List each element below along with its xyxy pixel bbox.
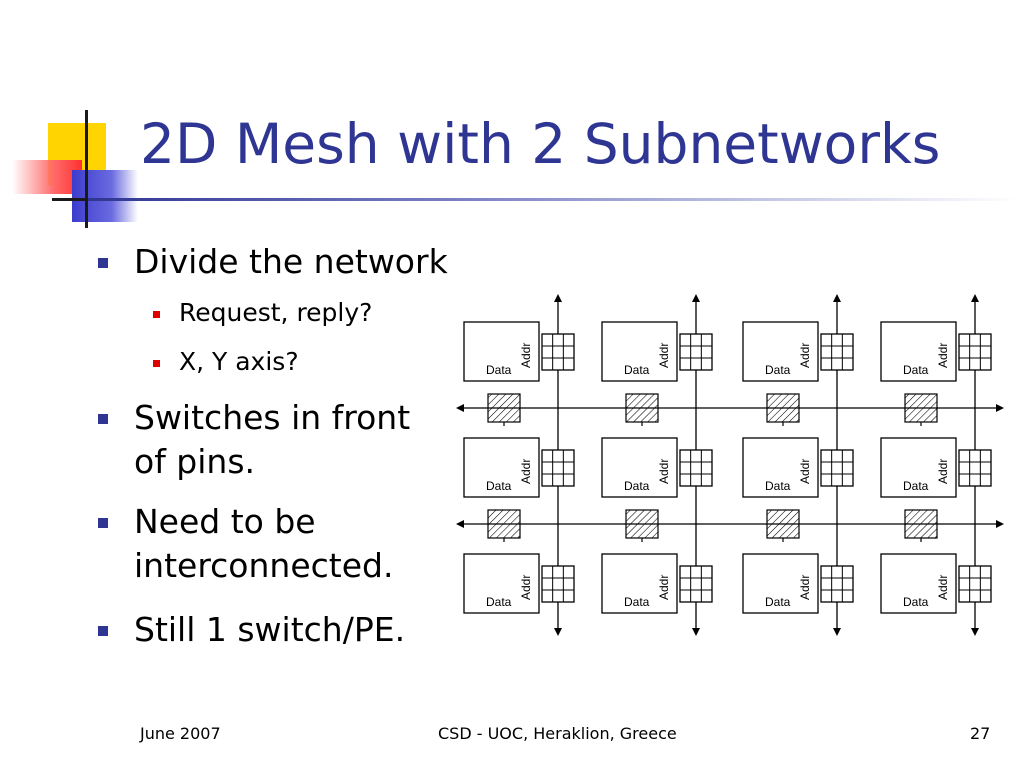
bullet-marker	[98, 414, 108, 424]
arrow-down-icon	[971, 628, 979, 636]
node-data-label: Data	[903, 363, 929, 377]
node-data-label: Data	[486, 363, 512, 377]
subbullet-text: Request, reply?	[179, 298, 373, 327]
node-addr-label: Addr	[657, 343, 671, 368]
footer-venue: CSD - UOC, Heraklion, Greece	[438, 724, 677, 743]
pe-node-box	[463, 553, 540, 614]
pe-node-box	[880, 437, 957, 498]
pe-node-box	[601, 321, 678, 382]
node-data-label: Data	[486, 479, 512, 493]
node-addr-label: Addr	[936, 575, 950, 600]
node-data-label: Data	[624, 595, 650, 609]
node-addr-label: Addr	[657, 575, 671, 600]
footer-date: June 2007	[140, 724, 221, 743]
router-grid	[679, 333, 713, 371]
bullet-marker	[98, 518, 108, 528]
pe-node-box	[742, 321, 819, 382]
subbullet-marker	[153, 360, 160, 367]
node-addr-label: Addr	[519, 343, 533, 368]
hatched-switch	[766, 509, 800, 539]
node-data-label: Data	[765, 595, 791, 609]
hatched-switch	[625, 393, 659, 423]
arrow-left-icon	[456, 404, 464, 412]
arrow-right-icon	[996, 520, 1004, 528]
logo-vertical-line	[85, 110, 88, 228]
logo-red-block	[12, 160, 82, 194]
bullet-text: Still 1 switch/PE.	[134, 610, 406, 649]
mesh-diagram: DataAddrDataAddrDataAddrDataAddrDataAddr…	[456, 294, 1004, 636]
router-grid	[958, 449, 992, 487]
router-grid	[541, 565, 575, 603]
node-data-label: Data	[486, 595, 512, 609]
pe-node-box	[742, 437, 819, 498]
arrow-left-icon	[456, 520, 464, 528]
node-data-label: Data	[765, 479, 791, 493]
bullet-text: Need to be	[134, 502, 316, 541]
node-addr-label: Addr	[519, 459, 533, 484]
bullet-marker	[98, 258, 108, 268]
node-addr-label: Addr	[798, 343, 812, 368]
arrow-up-icon	[692, 294, 700, 302]
arrow-down-icon	[554, 628, 562, 636]
arrow-up-icon	[833, 294, 841, 302]
node-addr-label: Addr	[798, 575, 812, 600]
arrow-down-icon	[833, 628, 841, 636]
bullet-switches-front-pins: Switches in front of pins.	[98, 396, 411, 484]
node-data-label: Data	[765, 363, 791, 377]
arrow-right-icon	[996, 404, 1004, 412]
hatched-switch	[904, 509, 938, 539]
node-data-label: Data	[624, 363, 650, 377]
router-grid	[541, 333, 575, 371]
subbullet-request-reply: Request, reply?	[153, 298, 373, 328]
hatched-switch	[487, 393, 521, 423]
bullet-one-switch-pe: Still 1 switch/PE.	[98, 608, 406, 652]
hatched-switch	[766, 393, 800, 423]
pe-node-box	[601, 437, 678, 498]
arrow-down-icon	[692, 628, 700, 636]
title-underline	[88, 198, 1018, 201]
hatched-switch	[904, 393, 938, 423]
hatched-switch	[487, 509, 521, 539]
arrow-up-icon	[971, 294, 979, 302]
node-data-label: Data	[903, 479, 929, 493]
logo-blue-block	[72, 170, 138, 222]
pe-node-box	[880, 553, 957, 614]
arrow-up-icon	[554, 294, 562, 302]
router-grid	[958, 565, 992, 603]
node-data-label: Data	[624, 479, 650, 493]
router-grid	[820, 565, 854, 603]
node-addr-label: Addr	[798, 459, 812, 484]
pe-node-box	[463, 321, 540, 382]
node-addr-label: Addr	[936, 343, 950, 368]
node-addr-label: Addr	[936, 459, 950, 484]
bullet-text-cont: interconnected.	[134, 546, 394, 585]
pe-node-box	[601, 553, 678, 614]
router-grid	[541, 449, 575, 487]
bullet-text-cont: of pins.	[134, 442, 256, 481]
subbullet-xy-axis: X, Y axis?	[153, 347, 299, 377]
bullet-text: Divide the network	[134, 242, 448, 281]
slide-title: 2D Mesh with 2 Subnetworks	[140, 112, 941, 176]
subbullet-text: X, Y axis?	[179, 347, 299, 376]
router-grid	[958, 333, 992, 371]
bullet-interconnected: Need to be interconnected.	[98, 500, 394, 588]
bullet-divide-network: Divide the network	[98, 240, 448, 284]
router-grid	[820, 449, 854, 487]
router-grid	[679, 565, 713, 603]
hatched-switch	[625, 509, 659, 539]
bullet-text: Switches in front	[134, 398, 411, 437]
bullet-marker	[98, 626, 108, 636]
pe-node-box	[880, 321, 957, 382]
node-addr-label: Addr	[657, 459, 671, 484]
router-grid	[679, 449, 713, 487]
footer-page-number: 27	[970, 724, 991, 743]
pe-node-box	[742, 553, 819, 614]
pe-node-box	[463, 437, 540, 498]
node-data-label: Data	[903, 595, 929, 609]
subbullet-marker	[153, 311, 160, 318]
router-grid	[820, 333, 854, 371]
node-addr-label: Addr	[519, 575, 533, 600]
